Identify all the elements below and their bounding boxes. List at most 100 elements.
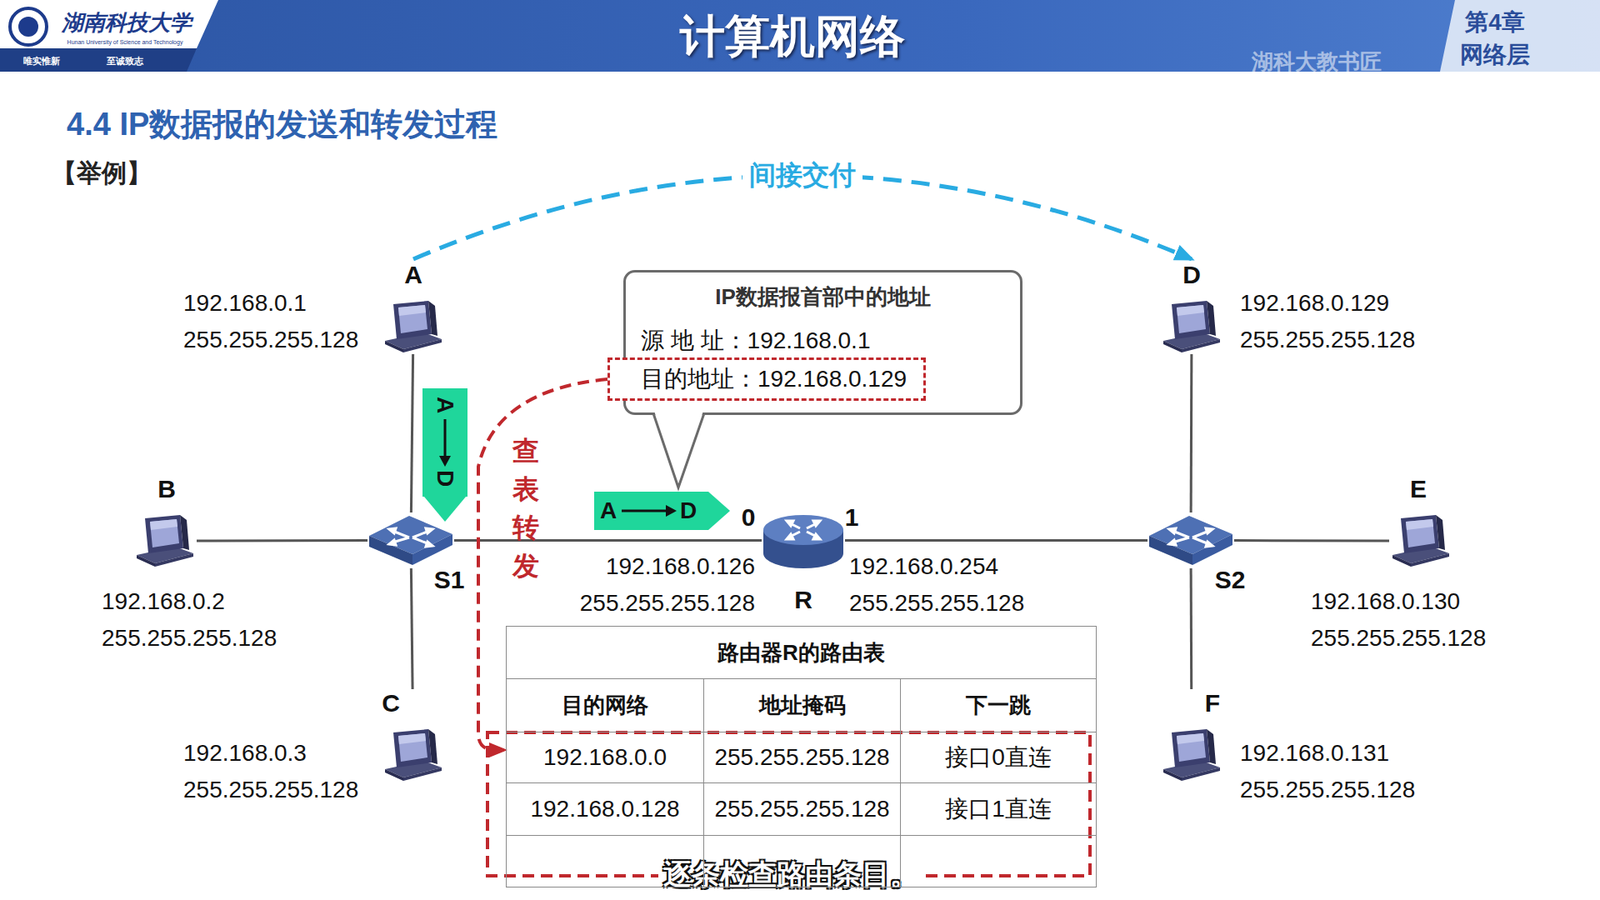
table-value: 255.255.255.128 <box>714 744 890 771</box>
decor-polygon <box>145 515 184 554</box>
green-badge-head <box>424 496 466 522</box>
host-letter: C <box>381 689 400 718</box>
decor-ellipse <box>763 515 844 545</box>
host-computer: F192.168.0.131 255.255.255.128 <box>1160 689 1224 783</box>
host-letter: F <box>1205 689 1220 718</box>
decor-g <box>786 520 820 540</box>
decor-polygon <box>150 519 178 530</box>
host-computer: C192.168.0.3 255.255.255.128 <box>381 689 445 783</box>
decor-polygon <box>393 729 432 768</box>
switch-node: S2 <box>1147 512 1235 569</box>
computer-icon-art <box>1389 513 1453 569</box>
computer-icon-art <box>1160 727 1224 783</box>
decor-polygon <box>1435 515 1445 550</box>
switch-icon <box>1147 512 1235 572</box>
decor-polygon <box>813 534 820 540</box>
badge-letter: D <box>431 470 459 487</box>
computer-icon <box>381 299 445 355</box>
table-cell <box>704 835 901 887</box>
badge-letter: A <box>431 396 459 414</box>
university-english-name: Hunan University of Science and Technolo… <box>67 39 184 45</box>
table-value: 接口1直连 <box>945 793 1052 825</box>
decor-polygon <box>369 535 413 565</box>
decor-polygon <box>385 340 404 353</box>
network-link <box>1190 354 1194 513</box>
device-name: S2 <box>1215 565 1246 595</box>
green-badge <box>422 388 468 497</box>
computer-icon <box>1160 299 1224 355</box>
host-computer: A192.168.0.1 255.255.255.128 <box>381 260 445 355</box>
watermark: 湖科大教书匠 <box>1251 47 1382 77</box>
network-link <box>454 539 762 542</box>
ip-address: 192.168.0.130 255.255.255.128 <box>1310 583 1486 657</box>
switch-icon-art <box>1147 512 1235 569</box>
decor-polygon <box>1205 528 1213 534</box>
column-header: 下一跳 <box>965 690 1031 720</box>
ip-address: 192.168.0.131 255.255.255.128 <box>1240 735 1415 809</box>
decor-g <box>1169 528 1213 547</box>
table-value: 接口0直连 <box>945 741 1052 774</box>
table-cell <box>900 835 1096 887</box>
university-motto: 唯实惟新 <box>23 55 60 68</box>
computer-icon-art <box>133 513 197 569</box>
decor-polygon <box>813 520 820 526</box>
ip-address: 192.168.0.129 255.255.255.128 <box>1240 285 1415 359</box>
computer-icon <box>1389 513 1453 569</box>
destination-address-box: 目的地址：192.168.0.129 <box>607 357 926 401</box>
table-cell: 接口1直连 <box>900 783 1096 836</box>
section-title: 4.4 IP数据报的发送和转发过程 <box>66 103 498 146</box>
decor-g <box>389 528 433 547</box>
network-link <box>410 568 413 690</box>
decor-polygon <box>398 305 428 334</box>
device-name: R <box>794 585 813 615</box>
network-link <box>196 539 368 542</box>
network-link <box>845 539 1148 542</box>
decor-polygon <box>1181 339 1220 353</box>
decor-polygon <box>1169 528 1176 534</box>
decor-polygon <box>385 769 404 781</box>
host-letter: A <box>404 260 423 290</box>
column-header: 地址掩码 <box>759 690 846 720</box>
table-cell <box>506 835 705 887</box>
table-title-cell: 路由器R的路由表 <box>506 626 1096 680</box>
decor-polygon <box>1405 519 1435 548</box>
table-title: 路由器R的路由表 <box>717 638 885 668</box>
table-cell: 下一跳 <box>900 679 1096 733</box>
green-badge-head <box>708 491 730 530</box>
decor-polygon <box>1400 515 1440 554</box>
table-cell: 接口0直连 <box>900 732 1096 784</box>
decor-polygon <box>1206 729 1216 765</box>
table-cell: 地址掩码 <box>704 679 901 733</box>
decor-polygon <box>403 767 442 781</box>
chapter-name: 网络层 <box>1460 39 1530 71</box>
decor-polygon <box>1410 553 1450 567</box>
interface-address: 192.168.0.254 255.255.255.128 <box>849 548 1025 622</box>
university-emblem-core <box>18 16 39 37</box>
host-computer: B192.168.0.2 255.255.255.128 <box>133 475 197 569</box>
destination-address: 目的地址：192.168.0.129 <box>640 360 907 399</box>
logo-panel <box>0 0 219 49</box>
university-motto: 至诚致志 <box>106 55 144 68</box>
decor-polygon <box>412 534 453 565</box>
decor-polygon <box>1163 340 1182 353</box>
callout-pointer-edge <box>653 413 705 488</box>
header-callout: IP数据报首部中的地址源 地 址：192.168.0.1目的地址：192.168… <box>623 270 1023 415</box>
decor-polygon <box>393 300 432 340</box>
decor-polygon <box>1206 300 1216 336</box>
table-value: 255.255.255.128 <box>714 795 890 823</box>
ip-address: 192.168.0.1 255.255.255.128 <box>183 285 359 359</box>
network-link <box>410 354 413 513</box>
decor-polygon <box>1169 540 1176 545</box>
decor-polygon <box>389 528 396 534</box>
host-letter: B <box>157 475 176 504</box>
switch-icon-art <box>367 512 455 569</box>
source-address: 源 地 址：192.168.0.1 <box>640 325 870 357</box>
router-icon-art <box>761 510 845 571</box>
host-computer: D192.168.0.129 255.255.255.128 <box>1160 260 1224 355</box>
interface-number: 0 <box>741 503 756 532</box>
decor-polygon <box>180 515 190 550</box>
router-node: R <box>761 510 845 571</box>
university-name: 湖南科技大学 <box>61 8 192 38</box>
decor-polygon <box>1171 729 1210 768</box>
decor-polygon <box>1149 535 1193 565</box>
